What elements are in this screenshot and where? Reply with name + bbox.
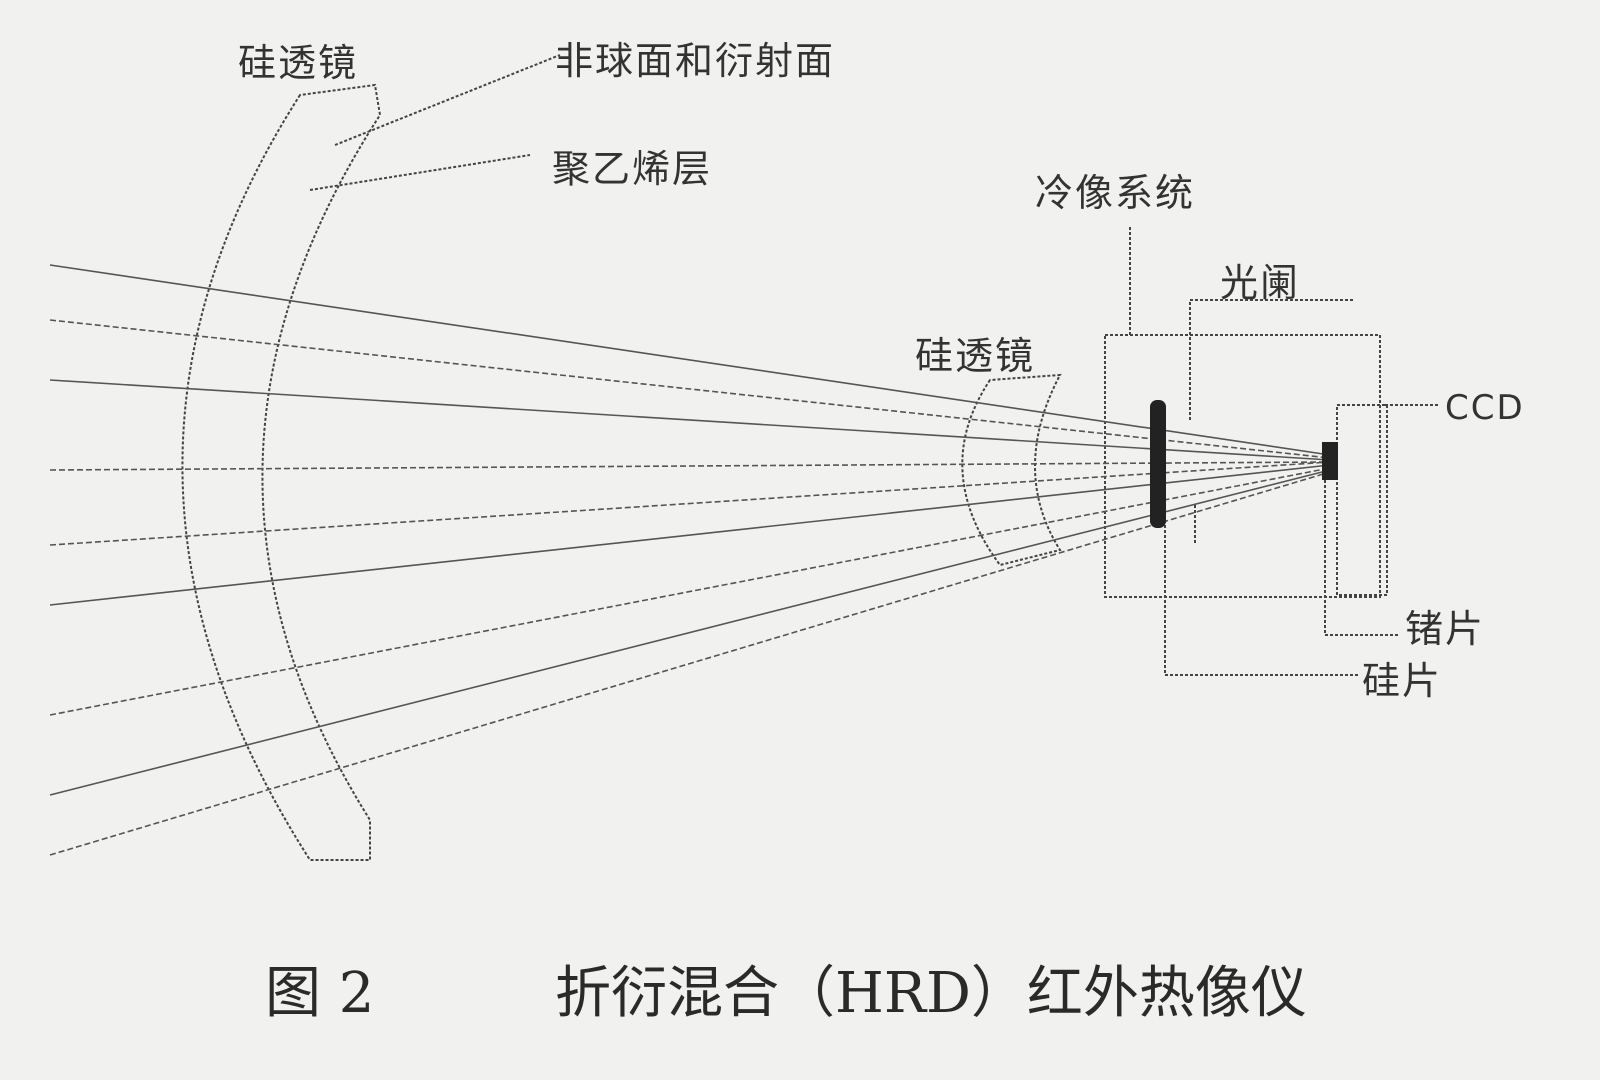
label-ccd: CCD <box>1445 388 1525 428</box>
label-aspheric-diffractive: 非球面和衍射面 <box>555 39 836 83</box>
label-germanium-plate: 锗片 <box>1405 607 1486 651</box>
label-silicon-lens-primary: 硅透镜 <box>238 41 359 85</box>
figure-number: 图 2 <box>265 961 375 1026</box>
label-polyethylene-layer: 聚乙烯层 <box>552 147 713 191</box>
secondary-silicon-lens <box>961 373 1062 567</box>
cold-imaging-box <box>1104 334 1381 598</box>
rays <box>49 264 1331 856</box>
ccd-housing <box>1336 404 1388 596</box>
label-silicon-lens-secondary: 硅透镜 <box>915 334 1036 378</box>
figure-caption: 折衍混合（HRD）红外热像仪 <box>555 961 1307 1026</box>
aperture-stop-plate <box>1150 400 1166 528</box>
ccd-sensor <box>1322 442 1338 480</box>
label-aperture-stop: 光阑 <box>1220 261 1301 305</box>
primary-silicon-lens <box>181 83 382 861</box>
label-cold-imaging-system: 冷像系统 <box>1035 171 1196 215</box>
label-silicon-plate: 硅片 <box>1362 659 1443 703</box>
